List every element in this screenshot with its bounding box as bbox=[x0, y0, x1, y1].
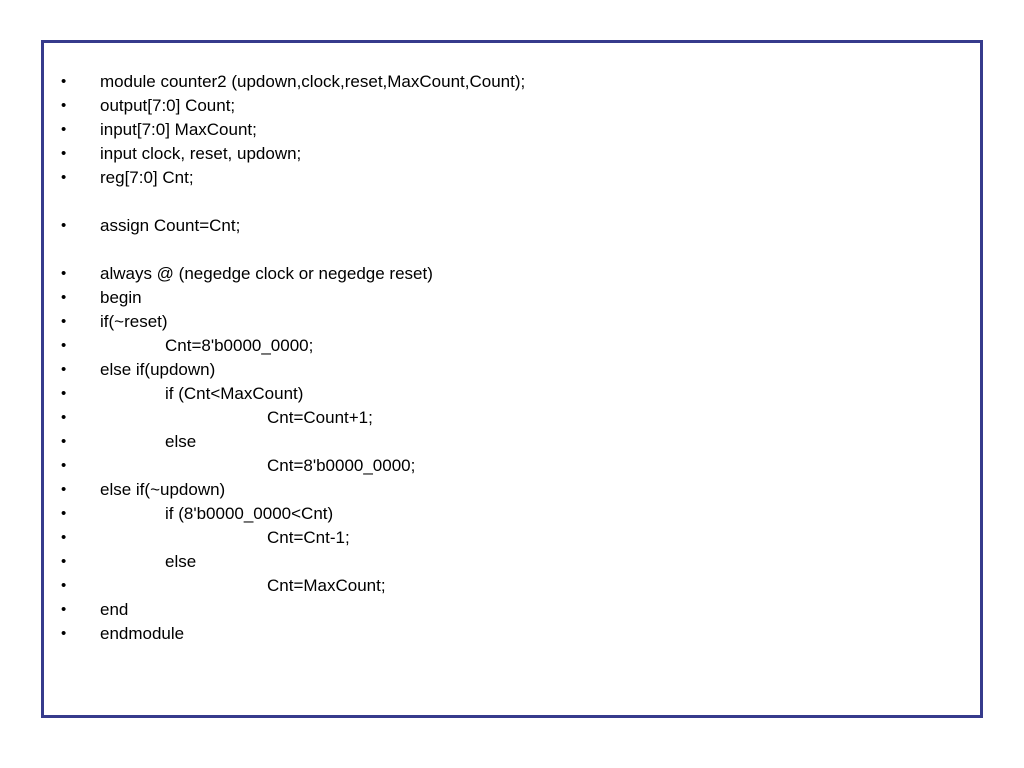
code-line-text: Cnt=MaxCount; bbox=[267, 576, 386, 595]
code-line-text: if (8'b0000_0000<Cnt) bbox=[165, 504, 334, 523]
code-line-text: input[7:0] MaxCount; bbox=[100, 120, 257, 139]
bullet-icon: • bbox=[61, 97, 67, 114]
code-line-text: reg[7:0] Cnt; bbox=[100, 168, 194, 187]
bullet-icon: • bbox=[61, 145, 67, 162]
bullet-icon: • bbox=[61, 361, 67, 378]
bullet-icon: • bbox=[61, 169, 67, 186]
code-line-text: begin bbox=[100, 288, 142, 307]
code-line-text: end bbox=[100, 600, 129, 619]
bullet-icon: • bbox=[61, 217, 67, 234]
bullet-icon: • bbox=[61, 457, 67, 474]
bullet-icon: • bbox=[61, 265, 67, 282]
code-line-text: Cnt=Cnt-1; bbox=[267, 528, 350, 547]
bullet-icon: • bbox=[61, 337, 67, 354]
code-line-text: Cnt=8'b0000_0000; bbox=[267, 456, 416, 475]
code-line-text: else bbox=[165, 552, 197, 571]
code-line-text: else if(~updown) bbox=[100, 480, 226, 499]
code-bullet-list: • module counter2 (updown,clock,reset,Max… bbox=[44, 43, 980, 715]
bullet-icon: • bbox=[61, 625, 67, 642]
code-line-text: Cnt=8'b0000_0000; bbox=[165, 336, 314, 355]
bullet-icon: • bbox=[61, 313, 67, 330]
bullet-icon: • bbox=[61, 577, 67, 594]
code-line-text: assign Count=Cnt; bbox=[100, 216, 241, 235]
code-line-text: module counter2 (updown,clock,reset,MaxC… bbox=[100, 72, 526, 91]
code-line-text: if (Cnt<MaxCount) bbox=[165, 384, 304, 403]
bullet-icon: • bbox=[61, 409, 67, 426]
code-line-text: endmodule bbox=[100, 624, 185, 643]
bullet-icon: • bbox=[61, 529, 67, 546]
bullet-icon: • bbox=[61, 385, 67, 402]
slide-frame: • module counter2 (updown,clock,reset,Max… bbox=[41, 40, 983, 718]
code-line-text: input clock, reset, updown; bbox=[100, 144, 302, 163]
code-line-text: else if(updown) bbox=[100, 360, 216, 379]
code-line-text: if(~reset) bbox=[100, 312, 168, 331]
code-line-text: output[7:0] Count; bbox=[100, 96, 236, 115]
bullet-icon: • bbox=[61, 433, 67, 450]
bullet-icon: • bbox=[61, 505, 67, 522]
bullet-icon: • bbox=[61, 73, 67, 90]
bullet-icon: • bbox=[61, 601, 67, 618]
bullet-icon: • bbox=[61, 289, 67, 306]
code-line-text: else bbox=[165, 432, 197, 451]
bullet-icon: • bbox=[61, 121, 67, 138]
code-line-text: Cnt=Count+1; bbox=[267, 408, 373, 427]
bullet-icon: • bbox=[61, 553, 67, 570]
code-line-text: always @ (negedge clock or negedge reset… bbox=[100, 264, 433, 283]
bullet-icon: • bbox=[61, 481, 67, 498]
